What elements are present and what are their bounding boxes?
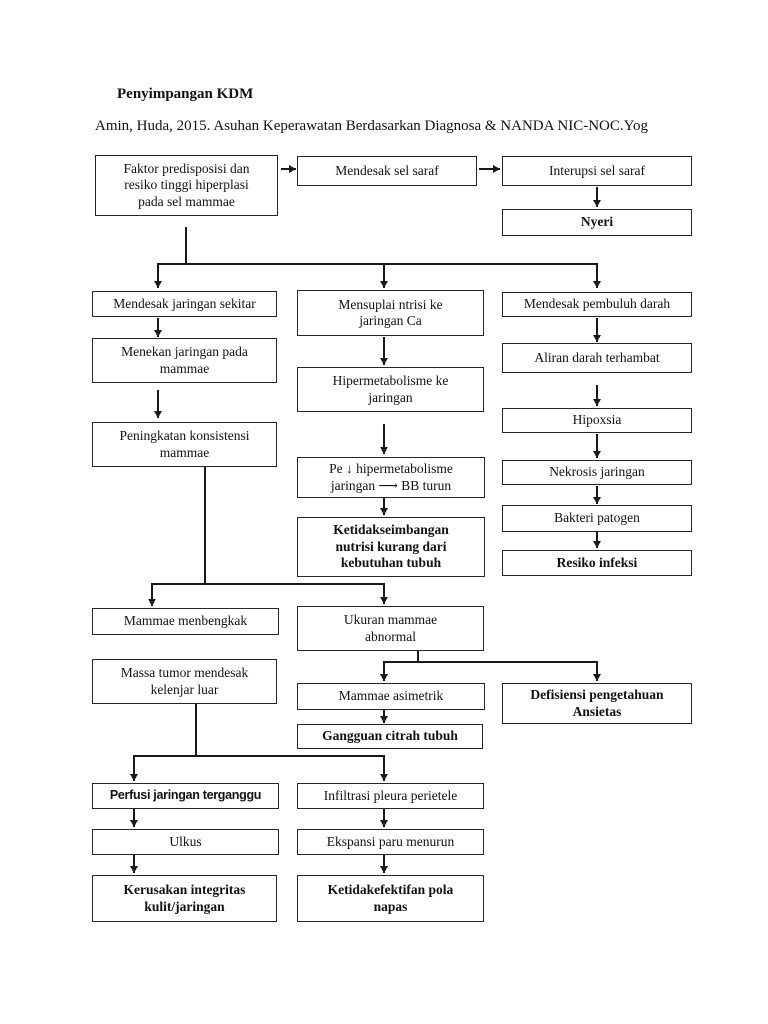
node-menekan-jaringan: Menekan jaringan pada mammae xyxy=(92,338,277,383)
node-massa-tumor: Massa tumor mendesak kelenjar luar xyxy=(92,659,277,704)
line-branch-top xyxy=(158,263,598,265)
line-branch-bottom xyxy=(134,755,385,757)
node-pe-bb-turun: Pe ↓ hipermetabolisme jaringan ⟶ BB turu… xyxy=(297,457,485,498)
node-infiltrasi-pleura: Infiltrasi pleura perietele xyxy=(297,783,484,809)
arrow-to-infiltrasi xyxy=(383,755,385,781)
node-hipermetabolisme: Hipermetabolisme ke jaringan xyxy=(297,367,484,412)
arrow-asimetrik-down xyxy=(383,710,385,723)
node-mendesak-sel-saraf: Mendesak sel saraf xyxy=(297,156,477,186)
arrow-bakteri-down xyxy=(596,531,598,548)
node-nyeri: Nyeri xyxy=(502,209,692,236)
node-interupsi-sel-saraf: Interupsi sel saraf xyxy=(502,156,692,186)
arrow-mendesak-jaringan-down xyxy=(157,318,159,337)
line-peningkatan-down xyxy=(204,467,206,584)
arrow-interupsi-to-nyeri xyxy=(596,187,598,207)
arrow-to-perfusi xyxy=(133,755,135,781)
node-hipoxsia: Hipoxsia xyxy=(502,408,692,433)
node-ekspansi-paru: Ekspansi paru menurun xyxy=(297,829,484,855)
node-nekrosis-jaringan: Nekrosis jaringan xyxy=(502,460,692,485)
arrow-to-asimetrik xyxy=(383,661,385,681)
node-resiko-infeksi: Resiko infeksi xyxy=(502,550,692,576)
node-faktor-predisposisi: Faktor predisposisi dan resiko tinggi hi… xyxy=(95,155,278,216)
arrow-ulkus-down xyxy=(133,855,135,873)
arrow-hipermetabolisme-down xyxy=(383,424,385,454)
arrow-perfusi-down xyxy=(133,809,135,827)
citation-line: Amin, Huda, 2015. Asuhan Keperawatan Ber… xyxy=(95,118,648,134)
node-mensuplai-ntrisi: Mensuplai ntrisi ke jaringan Ca xyxy=(297,290,484,336)
node-perfusi-terganggu: Perfusi jaringan terganggu xyxy=(92,783,279,809)
arrow-branch-middle xyxy=(383,263,385,288)
node-aliran-darah-terhambat: Aliran darah terhambat xyxy=(502,343,692,373)
node-mammae-asimetrik: Mammae asimetrik xyxy=(297,683,485,710)
arrow-faktor-to-mendesak xyxy=(281,168,296,170)
arrow-branch-left xyxy=(157,263,159,288)
node-ketidakseimbangan-nutrisi: Ketidakseimbangan nutrisi kurang dari ke… xyxy=(297,517,485,577)
node-mammae-menbengkak: Mammae menbengkak xyxy=(92,608,279,635)
line-massa-down xyxy=(195,704,197,756)
page-title: Penyimpangan KDM xyxy=(117,86,254,102)
arrow-ekspansi-down xyxy=(383,855,385,873)
node-ulkus: Ulkus xyxy=(92,829,279,855)
arrow-hipoxsia-down xyxy=(596,434,598,458)
node-defisiensi-pengetahuan: Defisiensi pengetahuan Ansietas xyxy=(502,683,692,724)
arrow-to-ukuran-abnormal xyxy=(383,583,385,604)
node-mendesak-pembuluh-darah: Mendesak pembuluh darah xyxy=(502,292,692,317)
arrow-pe-down xyxy=(383,498,385,515)
line-branch-mammae xyxy=(152,583,385,585)
node-ketidakefektifan-pola-napas: Ketidakefektifan pola napas xyxy=(297,875,484,922)
line-ukuran-down xyxy=(417,651,419,662)
node-bakteri-patogen: Bakteri patogen xyxy=(502,505,692,532)
arrow-menekan-down xyxy=(157,390,159,418)
arrow-to-mammae-menbengkak xyxy=(151,583,153,606)
node-ukuran-mammae-abnormal: Ukuran mammae abnormal xyxy=(297,606,484,651)
arrow-nekrosis-down xyxy=(596,486,598,504)
arrow-mensuplai-down xyxy=(383,337,385,365)
arrow-to-defisiensi xyxy=(596,661,598,681)
node-kerusakan-integritas: Kerusakan integritas kulit/jaringan xyxy=(92,875,277,922)
arrow-pembuluh-down xyxy=(596,318,598,342)
line-faktor-down xyxy=(185,227,187,264)
node-gangguan-citrah-tubuh: Gangguan citrah tubuh xyxy=(297,724,483,749)
arrow-infiltrasi-down xyxy=(383,809,385,827)
arrow-branch-right xyxy=(596,263,598,288)
arrow-mendesak-to-interupsi xyxy=(479,168,500,170)
node-peningkatan-konsistensi: Peningkatan konsistensi mammae xyxy=(92,422,277,467)
arrow-aliran-down xyxy=(596,385,598,406)
node-mendesak-jaringan-sekitar: Mendesak jaringan sekitar xyxy=(92,291,277,317)
line-branch-asimetrik xyxy=(384,661,598,663)
